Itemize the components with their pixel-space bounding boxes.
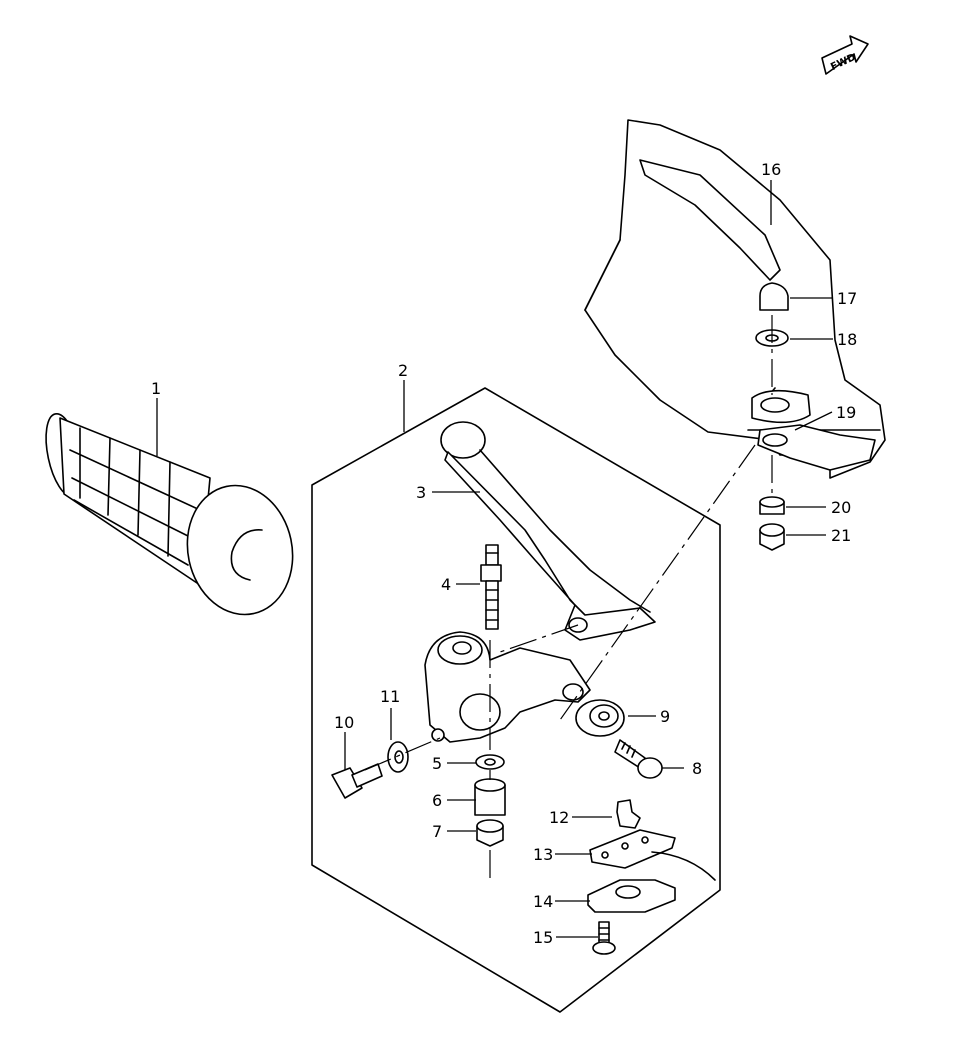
- part-7-nut: [476, 819, 504, 847]
- leader-lines: [156, 180, 833, 938]
- callout-17: 17: [837, 289, 857, 308]
- callout-1: 1: [151, 379, 161, 398]
- callout-8: 8: [692, 759, 702, 778]
- callout-20: 20: [831, 498, 851, 517]
- part-12-clip: [616, 799, 641, 829]
- callout-21: 21: [831, 526, 851, 545]
- part-3-lever: [440, 421, 656, 641]
- part-1-grip: [45, 412, 294, 616]
- part-8-adjuster-bolt: [614, 739, 663, 779]
- part-4-bolt: [480, 544, 502, 630]
- part-5-washer: [475, 754, 505, 770]
- assembly-centerline: [364, 315, 773, 880]
- part-11-washer: [387, 741, 409, 773]
- callout-19: 19: [836, 403, 856, 422]
- callout-14: 14: [533, 892, 553, 911]
- callout-4: 4: [441, 575, 451, 594]
- callout-12: 12: [549, 808, 569, 827]
- callout-11: 11: [380, 687, 400, 706]
- callout-2: 2: [398, 361, 408, 380]
- part-15-screw: [592, 921, 616, 955]
- callout-13: 13: [533, 845, 553, 864]
- callout-15: 15: [533, 928, 553, 947]
- part-17-cap-nut: [759, 282, 789, 311]
- callout-18: 18: [837, 330, 857, 349]
- assembly-frame: [311, 387, 721, 1013]
- callout-16: 16: [761, 160, 781, 179]
- part-10-bolt: [331, 763, 383, 799]
- part-20-washer-nut: [759, 496, 785, 515]
- part-21-nut: [759, 523, 785, 551]
- part-14-bracket: [587, 879, 676, 913]
- lever-holder-body: [424, 631, 591, 743]
- part-13-switch-plate: [589, 829, 716, 881]
- callout-6: 6: [432, 791, 442, 810]
- fwd-arrow-icon: FWD: [821, 35, 869, 75]
- callout-9: 9: [660, 707, 670, 726]
- part-16-handguard: [584, 119, 886, 479]
- callout-7: 7: [432, 822, 442, 841]
- callout-3: 3: [416, 483, 426, 502]
- part-6-collar: [474, 778, 506, 816]
- callout-10: 10: [334, 713, 354, 732]
- callout-5: 5: [432, 754, 442, 773]
- part-9-adjuster-knob: [575, 699, 625, 737]
